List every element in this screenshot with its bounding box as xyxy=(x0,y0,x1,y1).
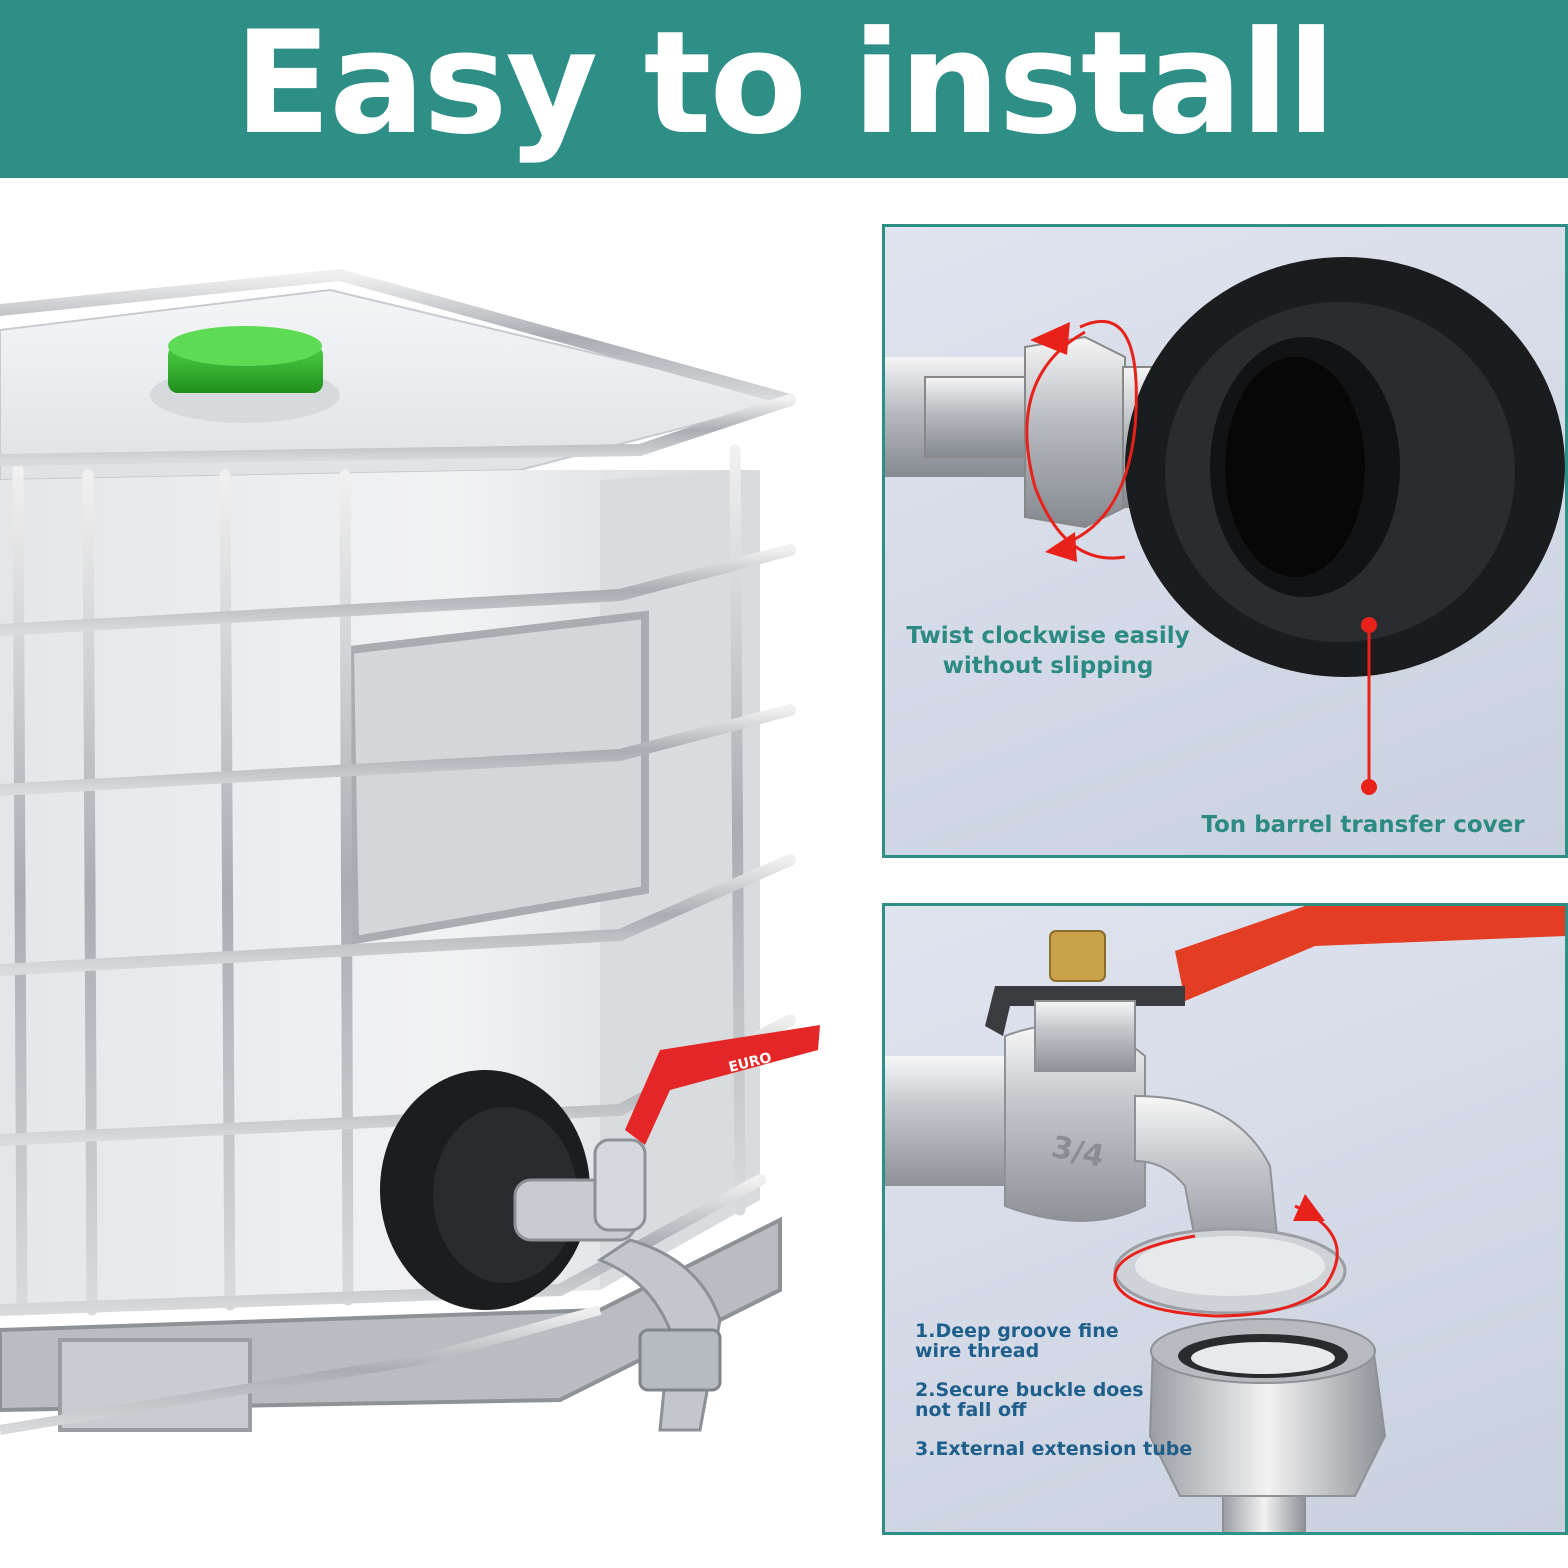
header-banner: Easy to install xyxy=(0,0,1568,178)
tap-detail-illustration: 3/4 xyxy=(885,906,1565,1532)
feature-item: 1.Deep groove fine wire thread xyxy=(915,1321,1215,1361)
twist-callout: Twist clockwise easily without slipping xyxy=(903,621,1193,681)
ibc-tank-image: EURO xyxy=(0,250,840,1490)
feature-item: 2.Secure buckle does not fall off xyxy=(915,1380,1215,1420)
page-title: Easy to install xyxy=(234,1,1336,166)
adapter-twist-illustration xyxy=(885,257,1565,795)
ibc-tank-illustration: EURO xyxy=(0,268,820,1435)
feature-line: not fall off xyxy=(915,1399,1027,1421)
tap-detail-panel: 3/4 1.Deep groove fine wire thread 2.Sec… xyxy=(882,903,1568,1535)
feature-line: 2.Secure buckle does xyxy=(915,1379,1144,1401)
feature-line: 3.External extension tube xyxy=(915,1438,1193,1460)
feature-list: 1.Deep groove fine wire thread 2.Secure … xyxy=(915,1321,1215,1478)
feature-line: 1.Deep groove fine xyxy=(915,1320,1119,1342)
twist-callout-line2: without slipping xyxy=(942,653,1154,679)
feature-line: wire thread xyxy=(915,1340,1040,1362)
adapter-twist-panel: Twist clockwise easily without slipping … xyxy=(882,224,1568,858)
feature-item: 3.External extension tube xyxy=(915,1439,1215,1459)
twist-callout-line1: Twist clockwise easily xyxy=(906,623,1190,649)
cover-callout: Ton barrel transfer cover xyxy=(1201,812,1525,838)
